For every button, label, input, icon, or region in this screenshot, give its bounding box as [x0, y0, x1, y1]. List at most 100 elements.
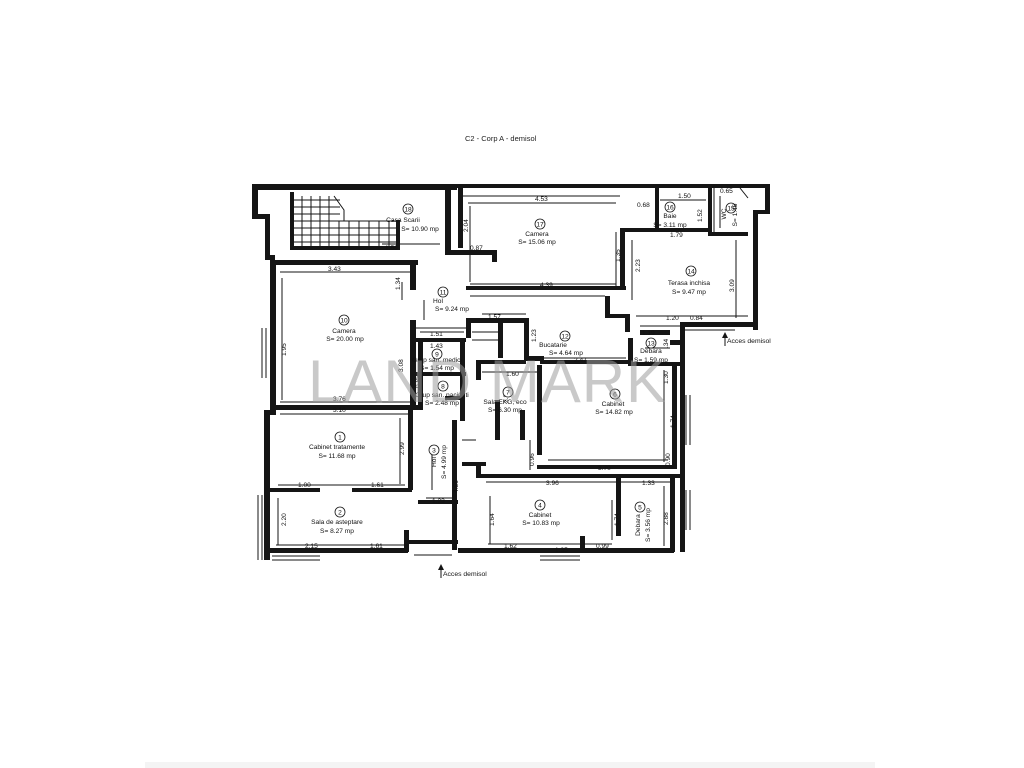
room-number-marker	[338, 314, 350, 326]
room-number-marker	[685, 265, 697, 277]
dim-text: 1.43	[430, 343, 443, 350]
dim-text: 1.23	[531, 329, 538, 342]
room-area: S= 9.47 mp	[672, 289, 706, 296]
room-name: Cabinet tratamente	[309, 444, 365, 451]
room-number: 3	[432, 448, 436, 455]
room-number: 11	[440, 290, 447, 297]
room-name: Terasa inchisa	[668, 280, 710, 287]
dim-text: .34	[663, 339, 670, 348]
room-area: S= 1.46	[732, 203, 739, 226]
room-name: Cabinet	[602, 401, 625, 408]
room-name: Sala de asteptare	[311, 519, 363, 526]
dim-text: 1.20	[666, 315, 679, 322]
dim-text: 3.08	[398, 359, 405, 372]
staircase	[290, 192, 400, 250]
room-number-marker	[431, 348, 443, 360]
room-area: S= 4.64 mp	[549, 350, 583, 357]
room-name: Debara	[635, 514, 642, 536]
dim-text: 1.35	[555, 547, 568, 554]
dim-text: 1.19	[642, 330, 655, 337]
room-name: WC	[721, 208, 728, 219]
room-number-marker	[609, 388, 621, 400]
dim-text: 1.61	[370, 543, 383, 550]
room-number: 18	[404, 207, 412, 214]
dim-text: 0.87	[470, 245, 483, 252]
room-number: 7	[506, 390, 510, 397]
dim-text: 1.23	[432, 498, 445, 505]
dim-text: 1.33	[642, 480, 655, 487]
room-name: Cabinet	[529, 512, 552, 519]
dim-text: 1.74	[614, 513, 621, 526]
dim-text: 0.68	[637, 202, 650, 209]
dim-text: 4.53	[535, 196, 548, 203]
room-name: Grup san. pacienti	[415, 392, 469, 399]
room-number-marker	[428, 444, 440, 456]
dim-text: 1.57	[488, 314, 501, 321]
room-area: S= 1.59 mp	[634, 357, 668, 364]
dim-text: 2.04	[463, 219, 470, 232]
access-label-south: Acces demisol	[443, 571, 487, 578]
dim-text: 0.90	[665, 453, 672, 466]
room-number: 8	[441, 384, 445, 391]
room-name: Camera	[525, 231, 549, 238]
dim-text: 2.15	[305, 543, 318, 550]
dim-text: 3.70	[598, 465, 611, 472]
room-number-marker	[534, 218, 546, 230]
room-area: S= 6.30 mp	[488, 407, 522, 414]
dim-text: 2.20	[281, 513, 288, 526]
room-number: 1	[338, 435, 342, 442]
watermark-text: LAND MARK	[308, 348, 667, 415]
dim-text: 1.00	[298, 482, 311, 489]
room-number-marker	[534, 499, 546, 511]
room-area: S= 8.27 mp	[320, 528, 354, 535]
dim-text: 1.74	[670, 415, 677, 428]
dim-text: 3.10	[333, 407, 346, 414]
room-number: 14	[687, 269, 695, 276]
room-number: 13	[647, 341, 655, 348]
room-name: Hol	[431, 457, 438, 467]
room-number-marker	[334, 431, 346, 443]
dim-text: 1.61	[371, 482, 384, 489]
dim-text: 1.35	[615, 249, 622, 262]
room-number: 17	[536, 222, 544, 229]
dim-text: 4.39	[540, 282, 553, 289]
dim-text: 0.85	[415, 375, 422, 388]
room-number: 2	[338, 510, 342, 517]
room-number: 6	[613, 392, 617, 399]
room-name: Camera	[332, 328, 356, 335]
dim-text: 2.47	[574, 357, 587, 364]
room-number: 4	[538, 503, 542, 510]
room-number: 15	[727, 206, 735, 213]
dimension-lines	[276, 196, 748, 546]
dimension-texts: 4.53 0.68 1.50 0.65 1.52 1.79 2.04 0.87 …	[281, 188, 736, 554]
room-name: Casa Scarii	[386, 217, 420, 224]
dim-text: 4.56	[453, 480, 460, 493]
room-number-marker	[645, 337, 657, 349]
page-bottom-edge	[145, 762, 875, 768]
room-name: Debara	[640, 348, 662, 355]
room-number-marker	[402, 203, 414, 215]
room-name: Bucatarie	[539, 342, 567, 349]
dim-text: 3.76	[333, 396, 346, 403]
dim-text: 2.23	[635, 259, 642, 272]
room-number-marker	[437, 286, 449, 298]
room-name: Sala EKG, eco	[483, 399, 527, 406]
interior-walls	[270, 188, 748, 552]
plan-title: C2 - Corp A - demisol	[465, 134, 537, 143]
dim-text: 1.62	[504, 543, 517, 550]
dim-text: 2.88	[663, 512, 670, 525]
outer-walls	[252, 184, 770, 560]
dim-text: 1.60	[506, 371, 519, 378]
dim-text: 0.65	[720, 188, 733, 195]
room-number-marker	[334, 506, 346, 518]
room-number-marker	[502, 386, 514, 398]
dim-text: 1.79	[670, 232, 683, 239]
dim-text: 0.96	[529, 453, 536, 466]
dim-text: 1.58	[385, 245, 398, 252]
room-area: S= 14.82 mp	[595, 409, 633, 416]
room-number-marker	[725, 202, 737, 214]
room-number: 10	[340, 318, 348, 325]
dim-text: 1.52	[697, 209, 704, 222]
dim-text: 1.50	[678, 193, 691, 200]
